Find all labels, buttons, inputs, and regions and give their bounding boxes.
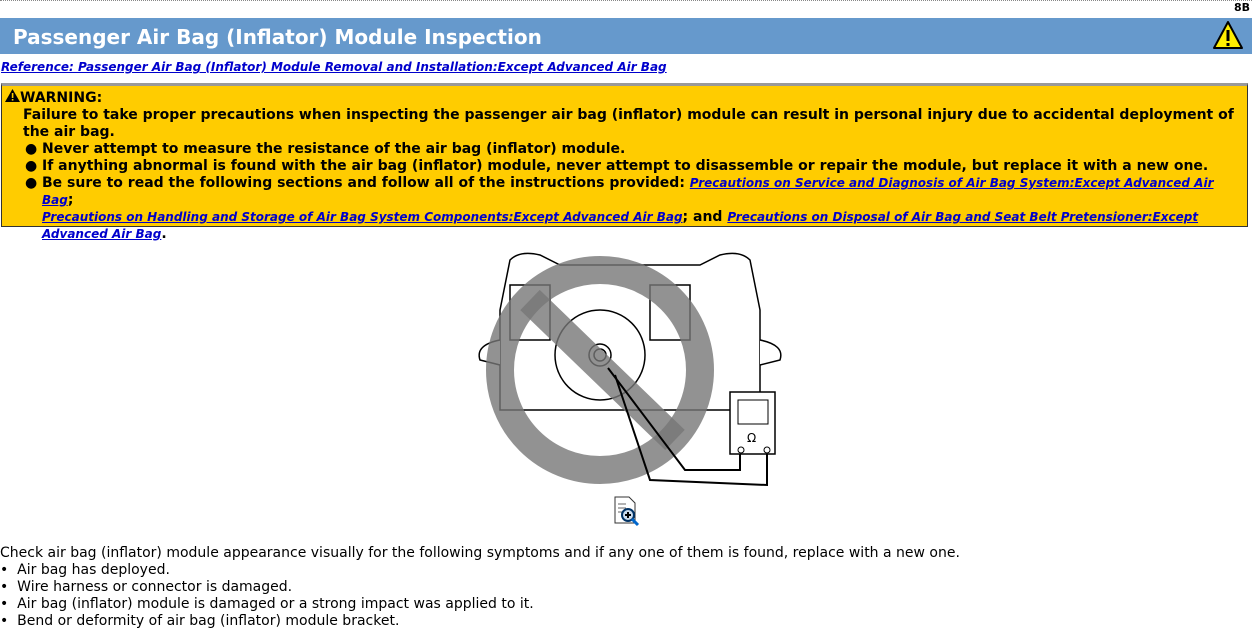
top-divider [0, 0, 1252, 1]
warning-triangle-icon [5, 89, 20, 102]
warning-box: WARNING: Failure to take proper precauti… [1, 83, 1248, 242]
zoom-illustration-icon[interactable] [613, 495, 641, 527]
ohm-symbol: Ω [747, 431, 756, 445]
symptom-item: • Bend or deformity of air bag (inflator… [0, 613, 400, 629]
symptom-item: • Air bag (inflator) module is damaged o… [0, 596, 534, 612]
instructions: Check air bag (inflator) module appearan… [0, 545, 960, 630]
warning-heading: WARNING: [20, 90, 103, 106]
precautions-handling-link[interactable]: Precautions on Handling and Storage of A… [42, 210, 683, 224]
warning-item: ●Be sure to read the following sections … [25, 175, 1214, 242]
precautions-service-link[interactable]: Precautions on Service and Diagnosis of … [42, 176, 1214, 207]
warning-intro: Failure to take proper precautions when … [23, 107, 1234, 140]
page-code: 8B [1233, 1, 1250, 14]
warning-icon [1213, 21, 1243, 49]
title-bar: Passenger Air Bag (Inflator) Module Insp… [0, 18, 1252, 54]
symptom-item: • Wire harness or connector is damaged. [0, 579, 293, 595]
warning-item: ●If anything abnormal is found with the … [25, 158, 1209, 174]
page-title: Passenger Air Bag (Inflator) Module Insp… [13, 25, 542, 49]
inspection-illustration: Ω [478, 252, 782, 487]
instructions-intro: Check air bag (inflator) module appearan… [0, 545, 960, 561]
symptom-item: • Air bag has deployed. [0, 562, 170, 578]
warning-item: ●Never attempt to measure the resistance… [25, 141, 626, 157]
reference-link[interactable]: Reference: Passenger Air Bag (Inflator) … [1, 60, 667, 74]
precautions-disposal-link[interactable]: Precautions on Disposal of Air Bag and S… [42, 210, 1199, 241]
